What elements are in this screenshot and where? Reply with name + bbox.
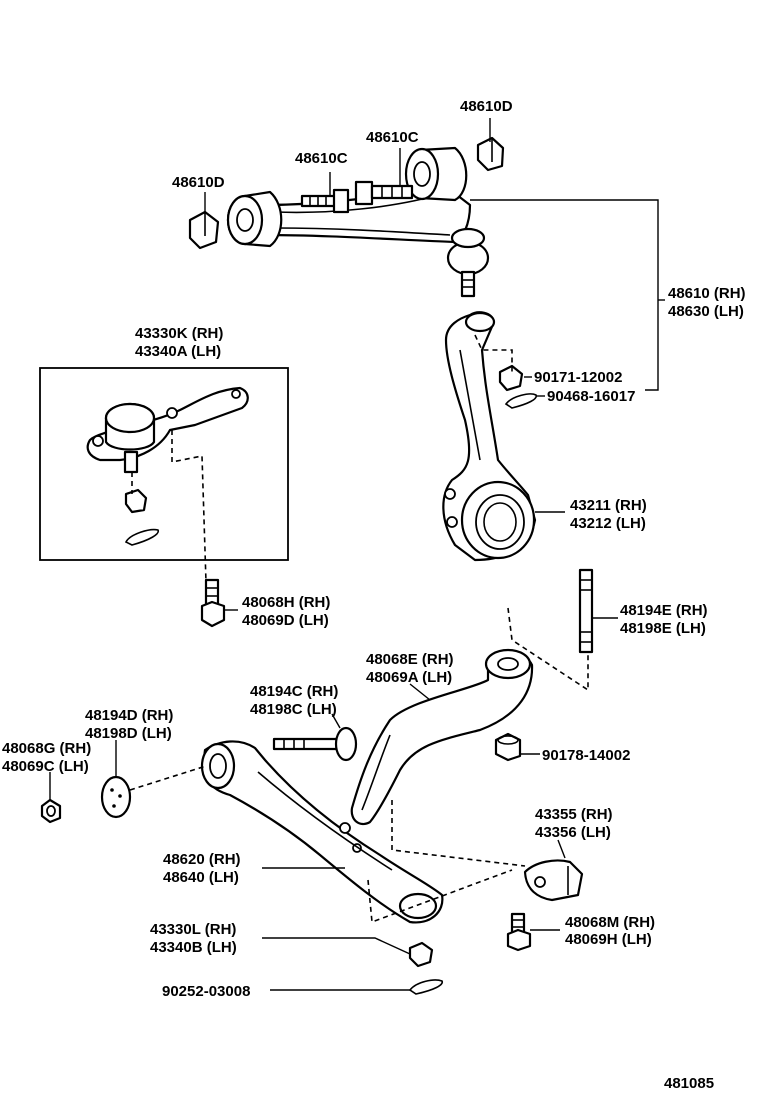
steering-knuckle	[442, 311, 537, 562]
label-48068m-rh: 48068M (RH)	[565, 914, 655, 931]
lower-control-arm	[200, 740, 444, 924]
label-90468: 90468-16017	[547, 388, 635, 405]
upper-arm-nut-right	[476, 136, 505, 172]
label-48069c-lh: 48069C (LH)	[2, 758, 89, 775]
label-48198e-lh: 48198E (LH)	[620, 620, 706, 637]
label-48198c-lh: 48198C (LH)	[250, 701, 337, 718]
label-48194c-rh: 48194C (RH)	[250, 683, 338, 700]
label-43340a-lh: 43340A (LH)	[135, 343, 221, 360]
upper-arm-bolt-left	[300, 188, 350, 214]
label-90252: 90252-03008	[162, 983, 250, 1000]
label-48610d-left: 48610D	[172, 174, 225, 191]
label-48610c-left: 48610C	[295, 150, 348, 167]
label-48640-lh: 48640 (LH)	[163, 869, 239, 886]
label-48630-lh: 48630 (LH)	[668, 303, 744, 320]
label-48068g-rh: 48068G (RH)	[2, 740, 91, 757]
label-43355-rh: 43355 (RH)	[535, 806, 613, 823]
label-48198d-lh: 48198D (LH)	[85, 725, 172, 742]
label-48610c-right: 48610C	[366, 129, 419, 146]
upper-arm-bolt-right	[354, 180, 414, 206]
label-48068e-rh: 48068E (RH)	[366, 651, 454, 668]
upper-arm-nut-left	[188, 210, 220, 250]
label-43330l-rh: 43330L (RH)	[150, 921, 236, 938]
strut-bracket	[523, 859, 584, 902]
diagram-number: 481085	[664, 1075, 714, 1092]
strut-washer	[100, 775, 132, 819]
label-48069a-lh: 48069A (LH)	[366, 669, 452, 686]
label-48194e-rh: 48194E (RH)	[620, 602, 708, 619]
label-90171: 90171-12002	[534, 369, 622, 386]
label-48069h-lh: 48069H (LH)	[565, 931, 652, 948]
knuckle-nut	[498, 364, 524, 392]
strut-nut	[494, 732, 522, 762]
bracket-bolt	[506, 912, 532, 952]
label-48610-rh: 48610 (RH)	[668, 285, 746, 302]
label-48610d-right: 48610D	[460, 98, 513, 115]
label-90178: 90178-14002	[542, 747, 630, 764]
strut-stud	[578, 568, 594, 654]
assembly-dashed-lines	[129, 334, 589, 924]
ball-joint-inset-box	[39, 367, 289, 561]
strut-arm	[350, 648, 534, 826]
label-48194d-rh: 48194D (RH)	[85, 707, 173, 724]
label-43356-lh: 43356 (LH)	[535, 824, 611, 841]
knuckle-cotter-pin	[504, 393, 537, 409]
label-43211-rh: 43211 (RH)	[570, 497, 647, 514]
lower-ball-joint	[86, 386, 249, 474]
label-48069d-lh: 48069D (LH)	[242, 612, 329, 629]
ball-joint-cotter-pin	[124, 528, 159, 546]
strut-arm-bolt	[272, 726, 358, 762]
lower-ball-joint-nut	[408, 941, 434, 968]
label-43340b-lh: 43340B (LH)	[150, 939, 237, 956]
label-43330k-rh: 43330K (RH)	[135, 325, 223, 342]
label-48620-rh: 48620 (RH)	[163, 851, 241, 868]
upper-control-arm	[226, 146, 490, 298]
lower-cotter-pin	[408, 979, 443, 995]
strut-end-nut	[40, 798, 62, 824]
ball-joint-bolt	[200, 578, 226, 628]
ball-joint-nut	[124, 488, 148, 514]
leader-lines	[49, 118, 665, 991]
label-43212-lh: 43212 (LH)	[570, 515, 646, 532]
label-48068h-rh: 48068H (RH)	[242, 594, 330, 611]
